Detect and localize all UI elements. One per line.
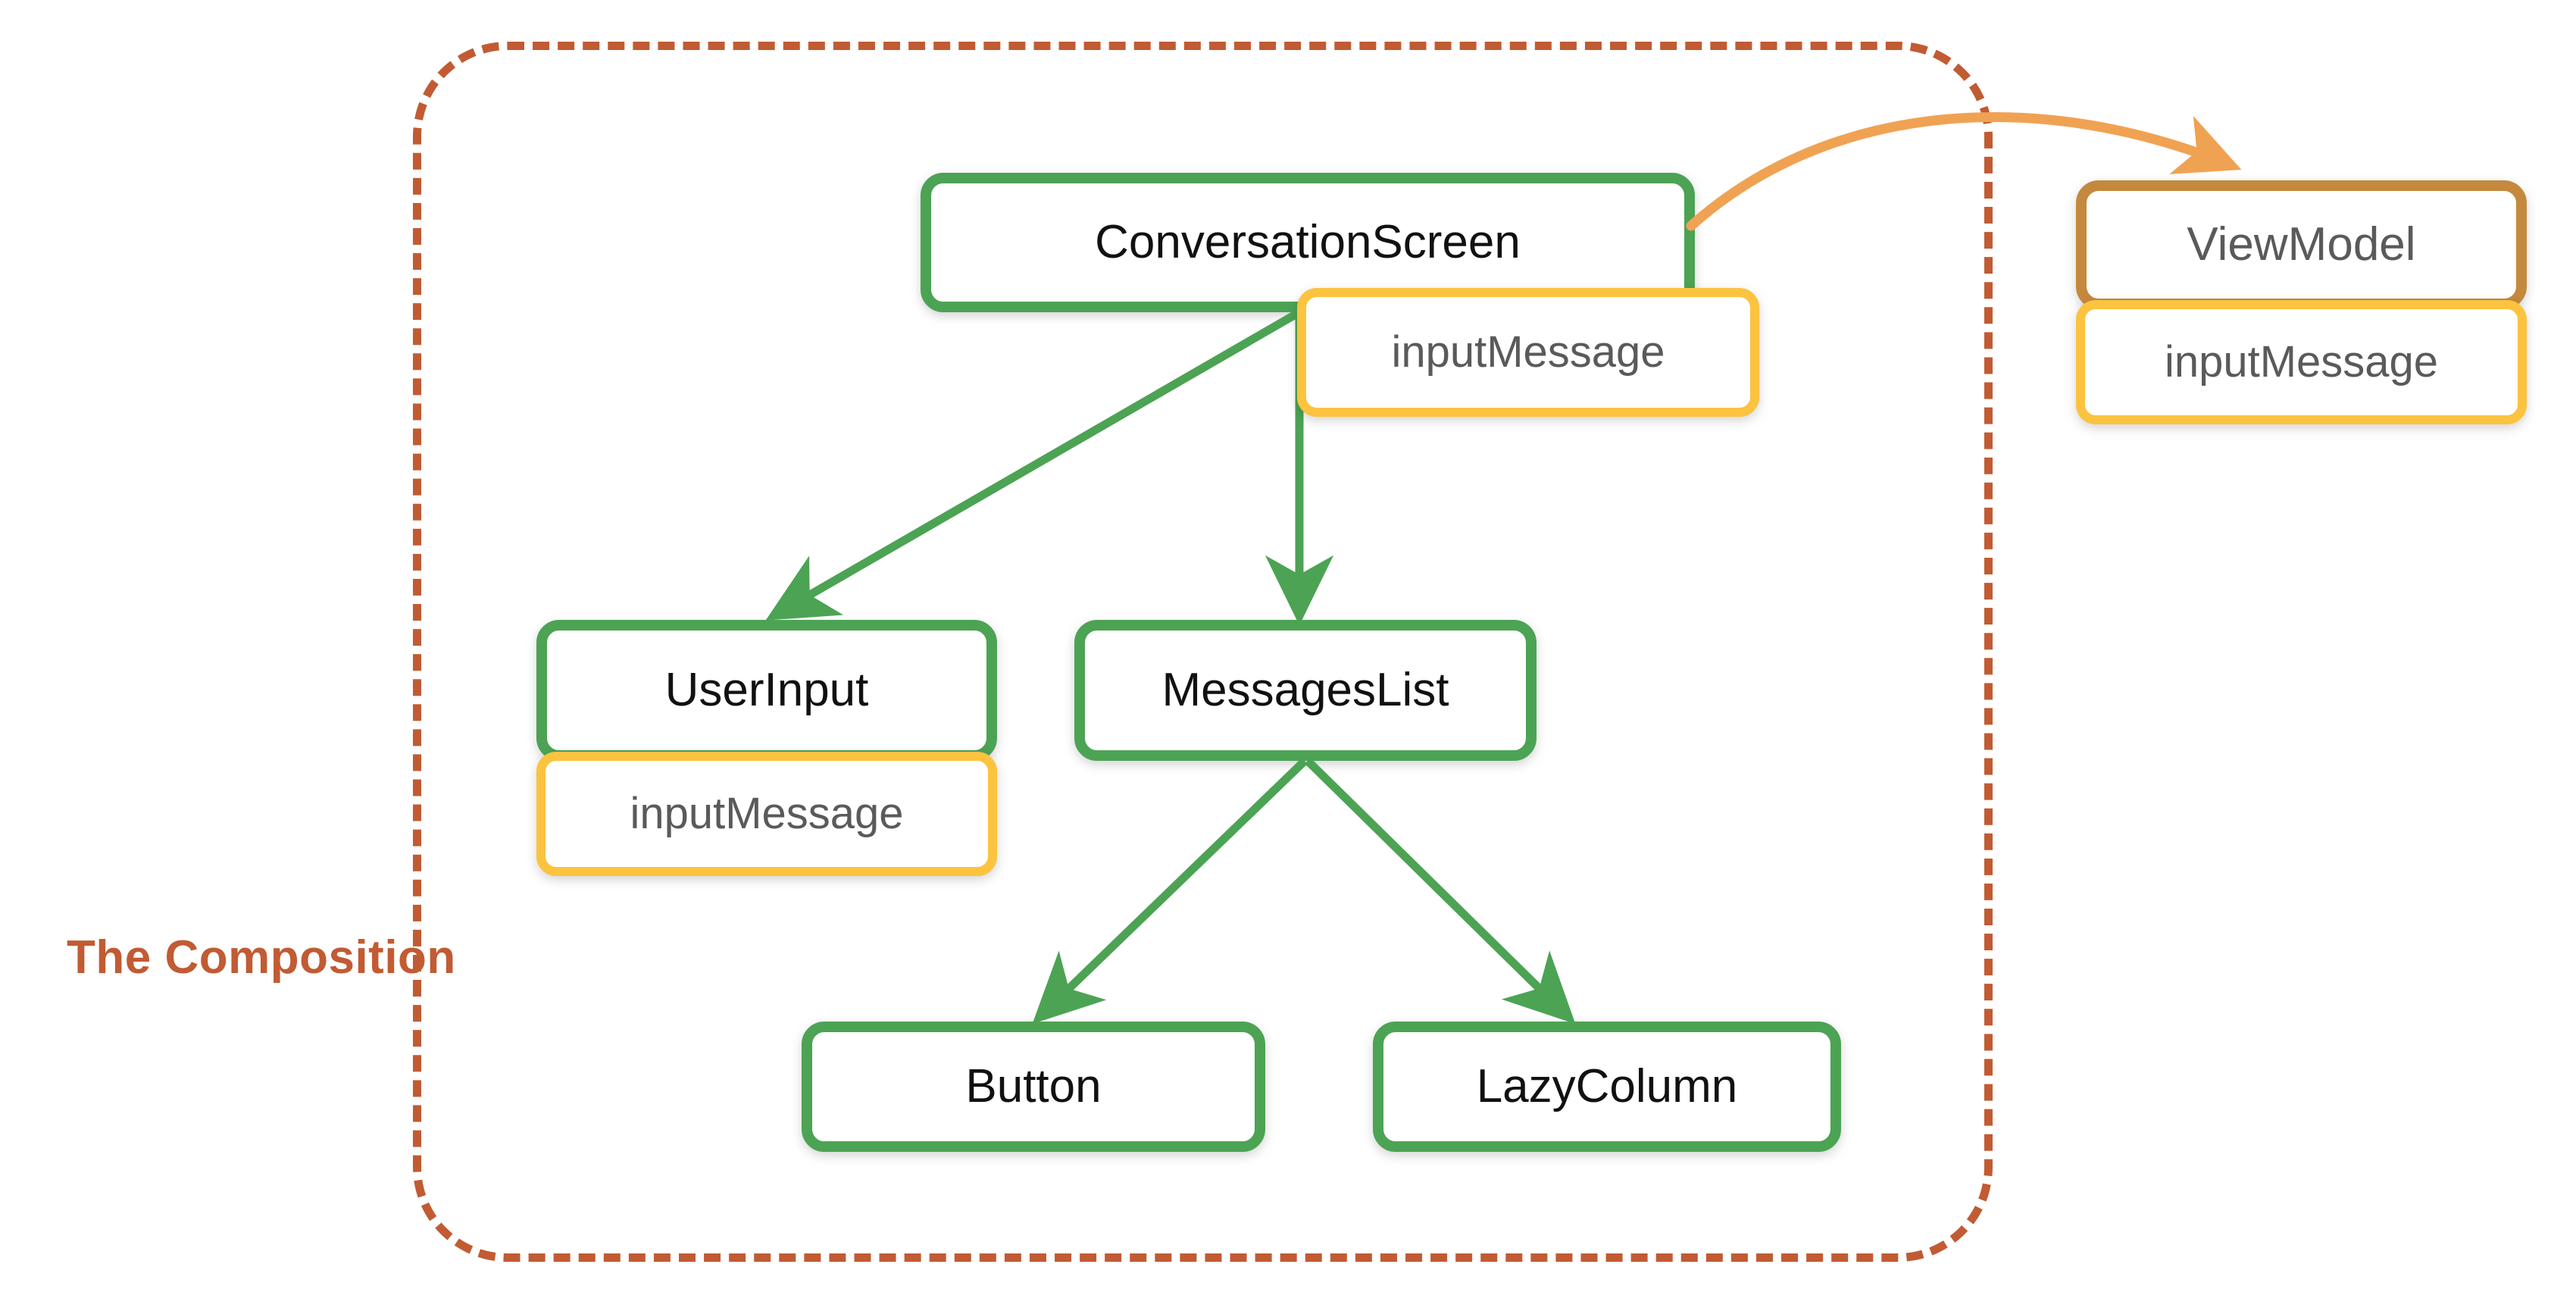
node-view-model[interactable]: ViewModel [2076,180,2527,309]
node-label: MessagesList [1161,664,1449,716]
edge-conversationscreen-to-userinput [765,308,1302,621]
node-user-input[interactable]: UserInput [536,620,997,761]
node-label: Button [965,1060,1102,1112]
state-view-model-inputmessage[interactable]: inputMessage [2076,300,2527,424]
node-button[interactable]: Button [802,1022,1265,1152]
composition-title: The Composition [67,931,456,984]
state-label: inputMessage [2164,337,2439,386]
node-label: ViewModel [2187,218,2416,271]
node-lazy-column[interactable]: LazyColumn [1373,1022,1841,1152]
node-messages-list[interactable]: MessagesList [1074,620,1537,761]
edge-messageslist-to-button [1032,758,1308,1025]
state-conversation-screen-inputmessage[interactable]: inputMessage [1297,288,1759,417]
edge-messageslist-to-lazycolumn [1305,758,1576,1025]
node-label: LazyColumn [1476,1060,1738,1112]
state-user-input-inputmessage[interactable]: inputMessage [536,752,997,876]
state-label: inputMessage [630,789,904,838]
node-label: UserInput [664,664,869,716]
state-label: inputMessage [1391,327,1665,377]
node-label: ConversationScreen [1095,216,1521,268]
